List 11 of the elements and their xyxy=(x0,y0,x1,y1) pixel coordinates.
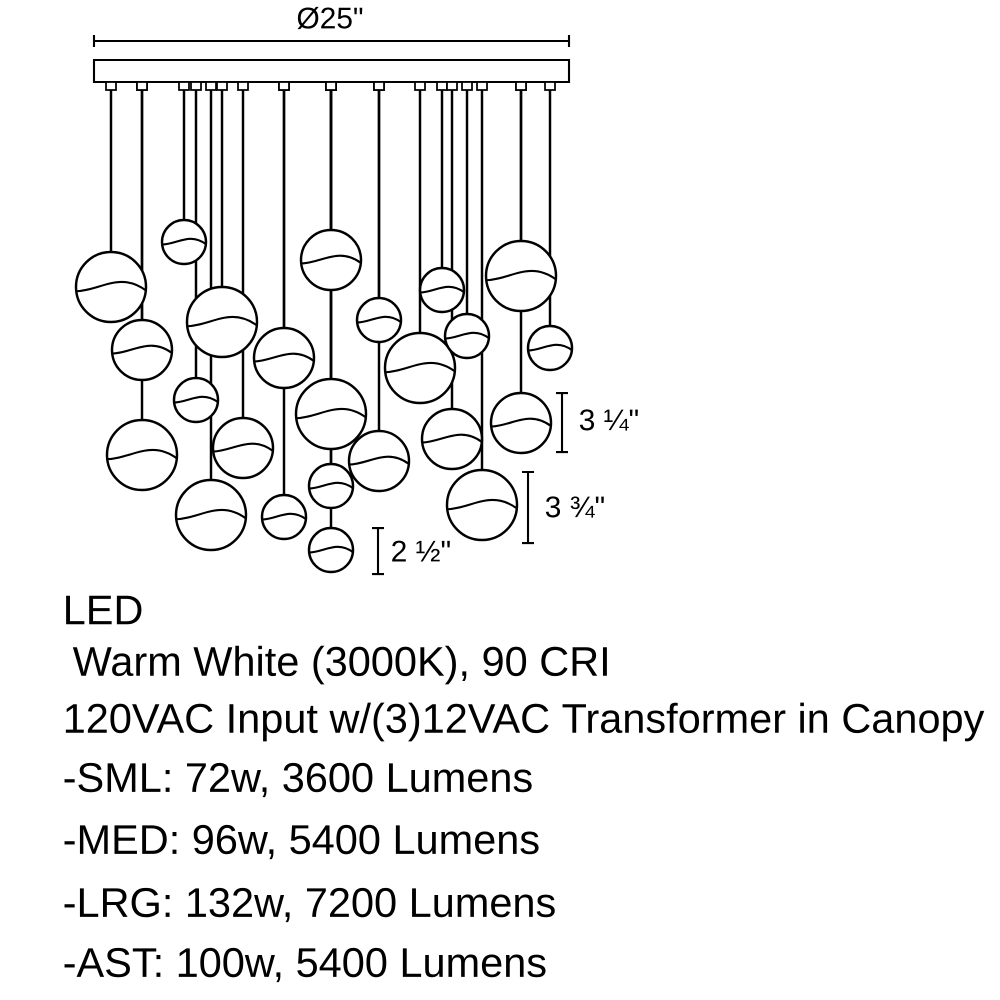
spec-text: Warm White (3000K), 90 CRI xyxy=(72,646,607,684)
spec-text: LED xyxy=(66,596,142,624)
dimension-label: 3 ¼" xyxy=(580,409,638,431)
spec-text: -SML: 72w, 3600 Lumens xyxy=(64,762,532,798)
spec-text: 120VAC Input w/(3)12VAC Transformer in Canopy xyxy=(66,702,984,742)
dimension-label: 3 ¾" xyxy=(546,496,604,518)
dimension-label: Ø25" xyxy=(298,6,362,30)
spec-text: -MED: 96w, 5400 Lumens xyxy=(64,824,539,860)
spec-text: -AST: 100w, 5400 Lumens xyxy=(64,948,546,982)
dimension-label: 2 ½" xyxy=(392,540,450,562)
spec-text: -LRG: 132w, 7200 Lumens xyxy=(64,888,555,922)
